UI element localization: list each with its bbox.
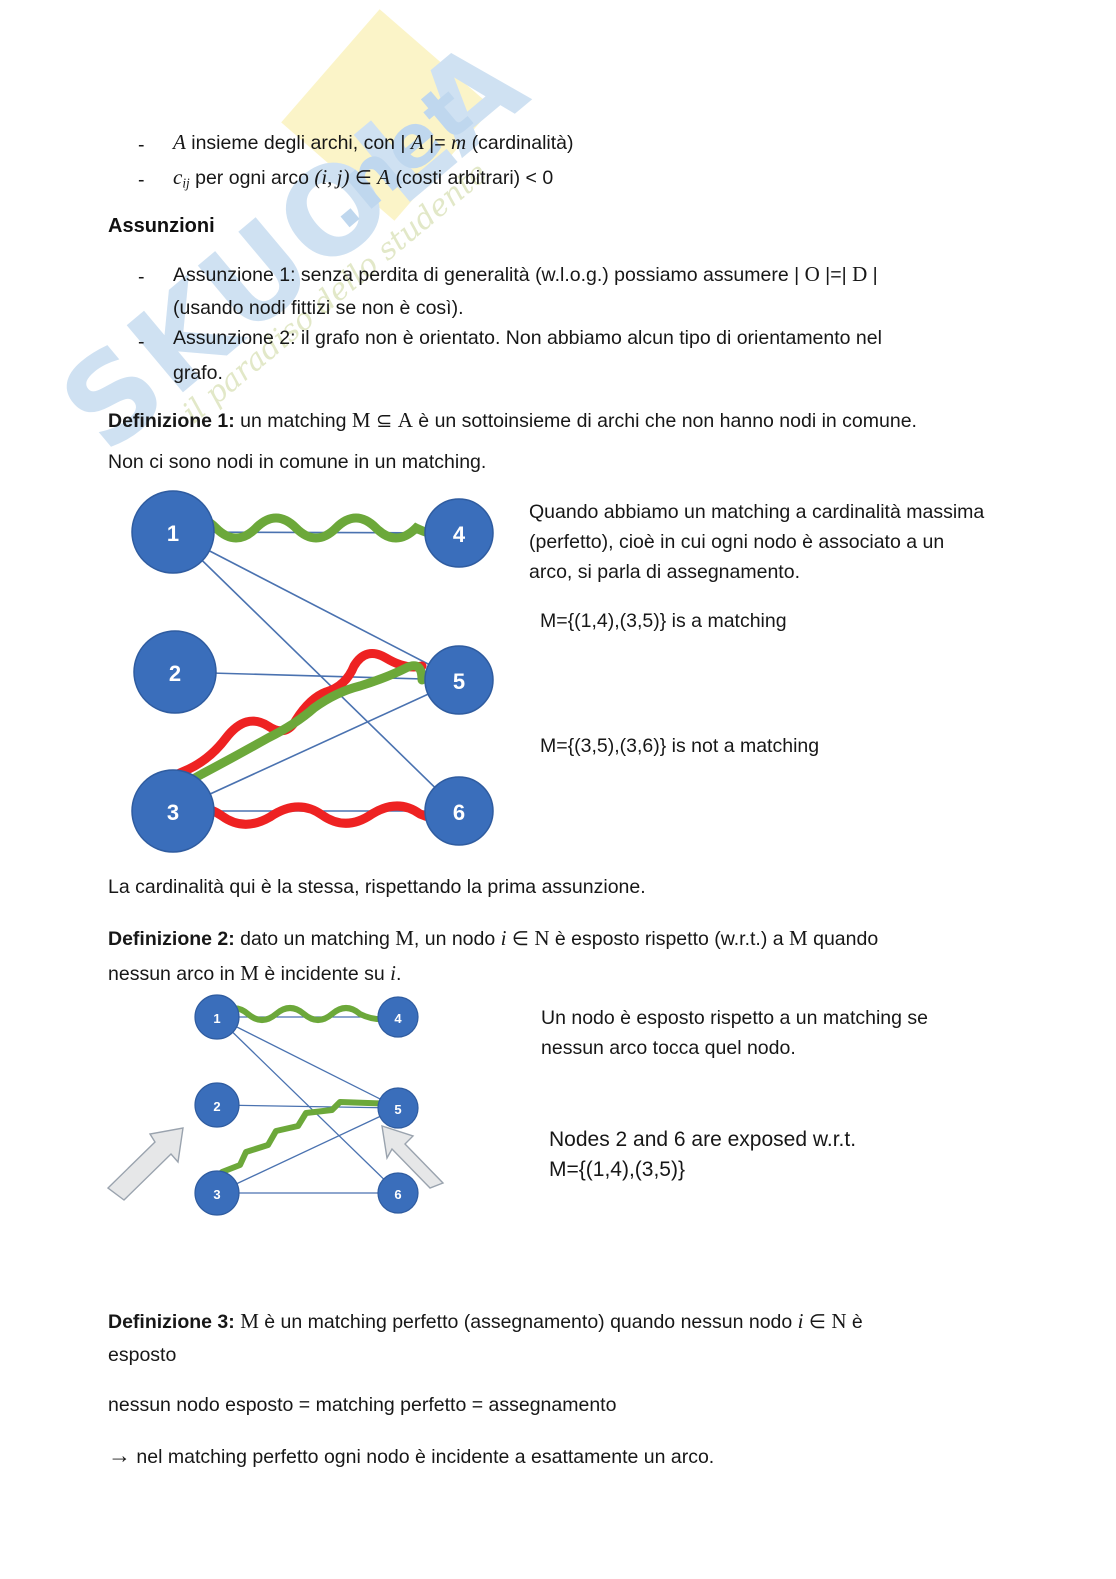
node-2-circle	[194, 1082, 240, 1128]
caption-exposed-node-definition: Un nodo è esposto rispetto a un matching…	[541, 1007, 928, 1060]
bullet-marker: -	[138, 331, 145, 353]
bullet-marker: -	[138, 134, 145, 156]
node-6-label: 6	[394, 1187, 401, 1202]
note-perfect-matching-arrow: → nel matching perfetto ogni nodo è inci…	[108, 1442, 715, 1468]
arrow-up-right-icon	[106, 1127, 184, 1201]
node-6-label: 6	[453, 800, 465, 825]
definizione-3-line-1: Definizione 3: M è un matching perfetto …	[108, 1309, 863, 1333]
bullet-line-arcs: A insieme degli archi, con | A |= m (car…	[173, 130, 574, 154]
node-4-label: 4	[453, 522, 466, 547]
assunzione-2-line-1: Assunzione 2: il grafo non è orientato. …	[173, 327, 882, 349]
node-1-label: 1	[167, 521, 179, 546]
caption-exposed-nodes-line-1: Nodes 2 and 6 are exposed w.r.t.	[549, 1128, 857, 1151]
bullet-marker: -	[138, 169, 145, 191]
node-2-label: 2	[169, 661, 181, 686]
definizione-1: Definizione 1: un matching M ⊆ A è un so…	[108, 408, 917, 432]
node-3-circle	[194, 1170, 240, 1216]
node-4-circle	[377, 996, 419, 1038]
right-arrow-icon: →	[108, 1442, 131, 1468]
caption-exposed-nodes-line-2: M={(1,4),(3,5)}	[549, 1158, 685, 1181]
node-4-circle	[424, 498, 494, 568]
assunzione-1-line-1: Assunzione 1: senza perdita di generalit…	[173, 262, 878, 286]
node-2-label: 2	[213, 1099, 220, 1114]
watermark-tagline-text: il paradiso dello studente	[176, 155, 495, 431]
node-5-label: 5	[453, 669, 465, 694]
watermark-suffix-text: .net	[300, 67, 489, 246]
note-matching-no-common-nodes: Non ci sono nodi in comune in un matchin…	[108, 451, 487, 473]
node-1-circle	[131, 490, 215, 574]
note-cardinality-same: La cardinalità qui è la stessa, rispetta…	[108, 876, 646, 898]
note-no-exposed-node: nessun nodo esposto = matching perfetto …	[108, 1394, 617, 1416]
highlight-red-edge-3-6	[171, 801, 459, 829]
assunzione-1-line-2: (usando nodi fittizi se non è così).	[173, 297, 464, 319]
bullet-line-costs: cij per ogni arco (i, j) ∈ A (costi arbi…	[173, 165, 554, 191]
node-5-circle	[424, 645, 494, 715]
arrow-up-left-icon	[381, 1124, 445, 1189]
highlight-green-edge-3-5	[215, 1099, 397, 1194]
caption-matching-definition: Quando abbiamo un matching a cardinalità…	[529, 501, 985, 584]
highlight-green-edge-1-4	[217, 1005, 397, 1023]
node-3-label: 3	[167, 800, 179, 825]
node-1-circle	[194, 994, 240, 1040]
definizione-2-line-2: nessun arco in M è incidente su i.	[108, 961, 402, 985]
watermark-brand-text: SKUOLA	[36, 13, 553, 479]
node-2-circle	[133, 630, 217, 714]
highlight-green-edge-3-5	[169, 661, 427, 815]
node-6-circle	[377, 1172, 419, 1214]
caption-is-a-matching: M={(1,4),(3,5)} is a matching	[540, 610, 787, 632]
bullet-marker: -	[138, 266, 145, 288]
definizione-3-line-2: esposto	[108, 1344, 177, 1366]
edge-1-5	[216, 1016, 399, 1109]
caption-is-not-a-matching: M={(3,5),(3,6)} is not a matching	[540, 735, 820, 757]
graph-nodes: 1 2 3 4 5 6	[194, 994, 419, 1216]
node-3-label: 3	[213, 1187, 220, 1202]
edge-1-5	[172, 531, 460, 681]
highlight-green-edge-1-4	[171, 513, 458, 543]
edge-2-5	[174, 671, 460, 681]
node-3-circle	[131, 769, 215, 853]
node-6-circle	[424, 776, 494, 846]
edge-3-5	[216, 1107, 399, 1194]
node-5-circle	[377, 1087, 419, 1129]
node-5-label: 5	[394, 1102, 401, 1117]
definizione-2-line-1: Definizione 2: dato un matching M, un no…	[108, 926, 879, 950]
graph-nodes: 1 2 3 4 5 6	[131, 490, 494, 853]
edge-3-5	[172, 679, 460, 812]
callout-arrows	[106, 1124, 445, 1201]
node-1-label: 1	[213, 1011, 220, 1026]
heading-assunzioni: Assunzioni	[108, 215, 215, 237]
assunzione-2-line-2: grafo.	[173, 362, 223, 384]
bipartite-graph-diagram-1: 1 2 3 4 5 6	[131, 490, 494, 853]
edge-1-6	[216, 1016, 399, 1194]
node-4-label: 4	[394, 1011, 402, 1026]
edge-2-5	[216, 1104, 399, 1109]
edge-1-6	[172, 531, 460, 812]
bipartite-graph-diagram-2: 1 2 3 4 5 6	[106, 994, 445, 1216]
